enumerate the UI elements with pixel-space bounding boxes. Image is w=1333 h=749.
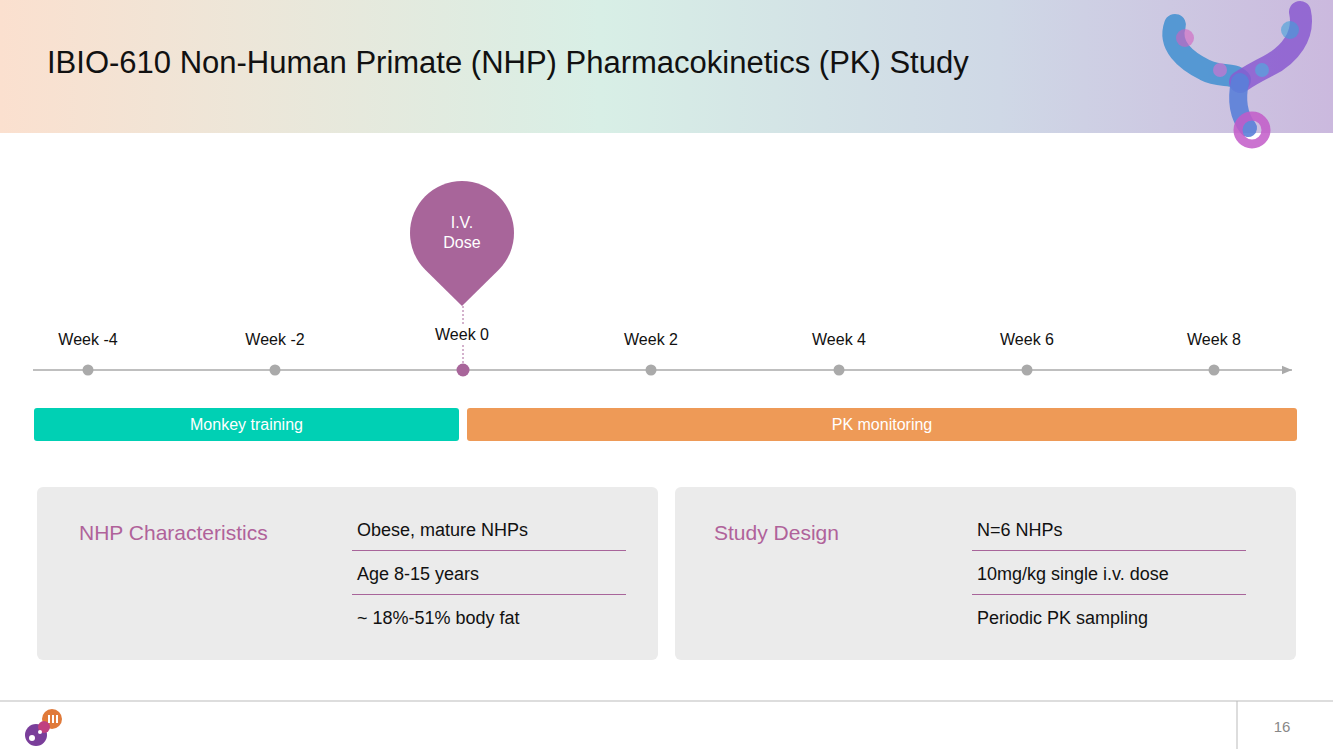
phase-label: PK monitoring xyxy=(832,416,933,434)
week-label: Week 0 xyxy=(435,326,489,344)
slide-title: IBIO-610 Non-Human Primate (NHP) Pharmac… xyxy=(47,45,969,81)
panel-row: ~ 18%-51% body fat xyxy=(352,607,626,639)
company-logo xyxy=(25,709,62,746)
phase-band: PK monitoring xyxy=(467,408,1297,441)
panel-row: Periodic PK sampling xyxy=(972,607,1246,639)
week-label: Week 6 xyxy=(1000,331,1054,349)
week-label: Week 2 xyxy=(624,331,678,349)
dose-leader xyxy=(463,345,464,363)
phase-label: Monkey training xyxy=(190,416,303,434)
phase-band: Monkey training xyxy=(34,408,459,441)
panel-row: Age 8-15 years xyxy=(352,563,626,595)
header-band xyxy=(0,0,1333,133)
pin-label: I.V. Dose xyxy=(418,213,506,253)
page-number: 16 xyxy=(1274,718,1291,735)
panel-heading: Study Design xyxy=(714,520,839,546)
timeline-axis xyxy=(33,369,1292,371)
week-label: Week -4 xyxy=(58,331,117,349)
week-label: Week -2 xyxy=(245,331,304,349)
info-panel: Study Design N=6 NHPs 10mg/kg single i.v. … xyxy=(675,487,1296,660)
panel-row: 10mg/kg single i.v. dose xyxy=(972,563,1246,595)
dose-leader xyxy=(463,306,464,326)
panel-heading: NHP Characteristics xyxy=(79,520,268,546)
info-panel: NHP Characteristics Obese, mature NHPsAge… xyxy=(37,487,658,660)
dose-pin: I.V. Dose xyxy=(410,181,514,307)
week-label: Week 4 xyxy=(812,331,866,349)
footer-rule xyxy=(0,701,1333,702)
week-label: Week 8 xyxy=(1187,331,1241,349)
footer-divider xyxy=(1237,701,1238,749)
panel-row: N=6 NHPs xyxy=(972,519,1246,551)
antibody-illustration xyxy=(1173,12,1301,144)
panel-row: Obese, mature NHPs xyxy=(352,519,626,551)
timeline-dots xyxy=(83,364,1220,377)
